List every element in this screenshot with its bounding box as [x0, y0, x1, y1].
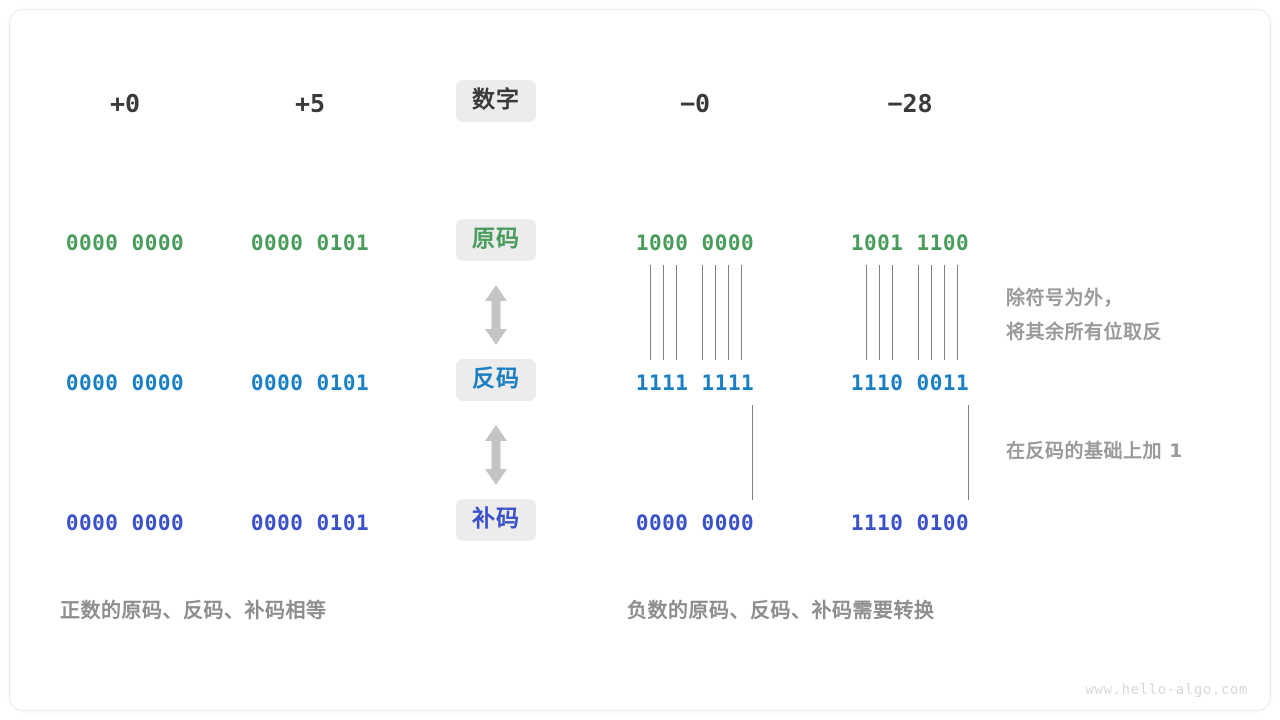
watermark: www.hello-algo.com	[1085, 682, 1248, 698]
column-header-minus-zero: −0	[679, 89, 711, 118]
cell-sign-magnitude-minus-zero: 1000 0000	[635, 231, 755, 255]
row-label-twos-complement: 补码	[456, 499, 536, 542]
bit-connector-line	[715, 265, 717, 360]
bit-connector-line	[892, 265, 894, 360]
cell-twos-complement-minus-twentyeight: 1110 0100	[850, 511, 970, 535]
double-arrow-icon-ones-to-twos	[482, 425, 510, 485]
cell-sign-magnitude-plus-five: 0000 0101	[250, 231, 370, 255]
column-header-minus-twentyeight: −28	[887, 89, 933, 118]
cell-sign-magnitude-plus-zero: 0000 0000	[65, 231, 185, 255]
bit-connector-line	[866, 265, 868, 360]
annotation-add-one: 在反码的基础上加 1	[1006, 440, 1183, 462]
row-label-ones-complement: 反码	[456, 359, 536, 402]
bit-connector-line	[702, 265, 704, 360]
cell-twos-complement-plus-five: 0000 0101	[250, 511, 370, 535]
column-header-plus-five: +5	[294, 89, 326, 118]
row-label-sign-magnitude: 原码	[456, 219, 536, 262]
caption-negative-numbers: 负数的原码、反码、补码需要转换	[627, 598, 935, 622]
cell-ones-complement-plus-five: 0000 0101	[250, 371, 370, 395]
column-header-plus-zero: +0	[109, 89, 141, 118]
row-label-ones-complement-wrap: 反码	[432, 359, 560, 402]
bit-connector-line	[879, 265, 881, 360]
row-label-number-wrap: 数字	[432, 80, 560, 123]
bit-connector-line	[741, 265, 743, 360]
bit-connector-line	[944, 265, 946, 360]
carry-connector-line	[752, 405, 754, 500]
bit-connector-line	[957, 265, 959, 360]
double-arrow-icon-sign-to-ones	[482, 285, 510, 345]
annotation-invert-bits: 除符号为外， 将其余所有位取反	[1006, 287, 1163, 343]
diagram-card	[10, 10, 1270, 710]
cell-twos-complement-minus-zero: 0000 0000	[635, 511, 755, 535]
bit-connector-line	[918, 265, 920, 360]
bit-connector-line	[728, 265, 730, 360]
row-label-twos-complement-wrap: 补码	[432, 499, 560, 542]
cell-ones-complement-plus-zero: 0000 0000	[65, 371, 185, 395]
caption-positive-numbers: 正数的原码、反码、补码相等	[60, 598, 327, 622]
cell-ones-complement-minus-zero: 1111 1111	[635, 371, 755, 395]
row-label-number: 数字	[456, 80, 536, 123]
bit-connector-line	[650, 265, 652, 360]
carry-connector-line	[968, 405, 970, 500]
bit-connector-line	[663, 265, 665, 360]
cell-ones-complement-minus-twentyeight: 1110 0011	[850, 371, 970, 395]
cell-sign-magnitude-minus-twentyeight: 1001 1100	[850, 231, 970, 255]
bit-connector-line	[931, 265, 933, 360]
cell-twos-complement-plus-zero: 0000 0000	[65, 511, 185, 535]
bit-connector-line	[676, 265, 678, 360]
row-label-sign-magnitude-wrap: 原码	[432, 219, 560, 262]
